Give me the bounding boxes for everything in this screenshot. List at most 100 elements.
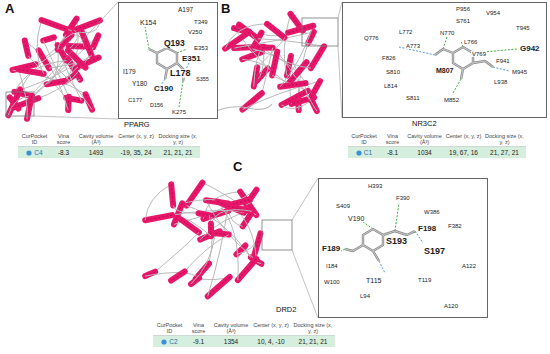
residue-label: I179: [122, 69, 137, 76]
residue-label: S197: [423, 247, 446, 256]
interaction-line: [443, 37, 447, 49]
table-header-row: CurPocket IDVina scoreCavity volume (Å³)…: [348, 132, 528, 147]
loop: [305, 83, 317, 111]
residue-label: C190: [153, 85, 174, 93]
table-cell: 1493: [76, 147, 116, 158]
residue-label: M807: [435, 67, 455, 74]
interaction-line: [145, 27, 149, 49]
loop: [257, 38, 284, 68]
table-header: Docking size (x, y, z): [291, 321, 335, 336]
residue-label: S355: [195, 77, 210, 83]
helix: [267, 24, 284, 38]
helix: [272, 52, 277, 76]
helix: [262, 45, 272, 51]
helix-texture: [280, 83, 305, 87]
residue-label: L766: [463, 39, 478, 45]
residue-label: M945: [511, 69, 528, 75]
table-row: C4-8.31493-19, 35, 2421, 21, 21: [18, 147, 203, 158]
ligand-stick: [345, 229, 415, 261]
interaction-line: [493, 67, 509, 71]
residue-label: S409: [335, 203, 351, 209]
interaction-line: [379, 261, 385, 273]
table-cell: 21, 21, 21: [156, 147, 200, 158]
table-header: Center (x, y, z): [444, 132, 483, 147]
ligand-stick: [345, 229, 415, 261]
zoom-line: [34, 2, 118, 92]
residue-label: L938: [493, 79, 508, 85]
residue-label: W100: [323, 279, 341, 285]
residue-label: T349: [193, 19, 209, 25]
panel-letter: B: [220, 2, 231, 16]
table-header: Docking size (x, y, z): [156, 132, 200, 147]
helix: [171, 272, 185, 281]
protein-ribbon: [8, 19, 100, 119]
score-table: CurPocket IDVina scoreCavity volume (Å³)…: [153, 321, 338, 347]
loop: [282, 101, 312, 109]
helix-texture: [238, 259, 256, 280]
table-header-row: CurPocket IDVina scoreCavity volume (Å³)…: [18, 132, 203, 147]
residue-label: F382: [447, 223, 463, 229]
helix-texture: [267, 24, 284, 38]
residue-label: Q193: [163, 39, 186, 48]
helix-texture: [210, 224, 211, 236]
zoom-box: [6, 92, 34, 116]
table-cell-text: C2: [169, 338, 177, 345]
helix-texture: [81, 30, 92, 56]
table-header: Cavity volume (Å³): [211, 321, 251, 336]
helix: [225, 32, 249, 49]
zoom-inset: P956V954S761T945Q776L772N770L766A773G942…: [342, 2, 547, 118]
zoom-box: [302, 18, 338, 46]
residue-label: A122: [461, 263, 477, 269]
table-header-row: CurPocket IDVina scoreCavity volume (Å³)…: [153, 321, 338, 336]
residue-label: S761: [455, 18, 471, 24]
residue-label: N770: [439, 30, 455, 36]
helix-texture: [272, 52, 277, 76]
helix: [93, 35, 98, 47]
table-cell: -19, 35, 24: [116, 147, 156, 158]
helix: [25, 40, 29, 55]
table-cell: 10, 4, -10: [251, 336, 291, 347]
residue-label: W386: [423, 209, 441, 215]
pocket-icon: [162, 340, 167, 345]
ligand-stick: [435, 47, 493, 79]
pocket-icon: [356, 151, 361, 156]
residue-label: F189: [321, 245, 341, 253]
table-header: Vina score: [380, 132, 405, 147]
loop: [19, 70, 28, 119]
table-row: C1-8.1103419, 67, 1621, 27, 21: [348, 147, 528, 158]
residue-label: E351: [181, 55, 202, 63]
helix-texture: [93, 35, 98, 47]
helix-texture: [180, 219, 198, 232]
table-header: CurPocket ID: [18, 132, 51, 147]
loop: [37, 20, 44, 74]
loop: [280, 26, 313, 87]
residue-label: S811: [405, 95, 421, 101]
helix-texture: [262, 47, 272, 48]
helix-texture: [311, 46, 324, 68]
residue-label: L772: [398, 29, 413, 35]
table-header: Cavity volume (Å³): [76, 132, 116, 147]
score-table: CurPocket IDVina scoreCavity volume (Å³)…: [348, 132, 528, 158]
residue-label: D156: [149, 103, 164, 109]
helix: [81, 30, 92, 56]
residue-label: A197: [177, 7, 194, 14]
residue-label: V769: [471, 51, 487, 57]
helix-texture: [43, 37, 54, 40]
table-header: Center (x, y, z): [251, 321, 291, 336]
helix-texture: [225, 32, 249, 49]
residue-label: M852: [443, 97, 460, 103]
table-cell: -8.1: [380, 147, 405, 158]
protein-name: DRD2: [276, 306, 296, 314]
helix: [180, 219, 198, 232]
residue-label: V250: [187, 29, 203, 35]
helix: [199, 213, 210, 215]
table-cell: 1354: [211, 336, 251, 347]
loop: [58, 30, 81, 50]
panel-letter: C: [232, 160, 243, 174]
table-header: Center (x, y, z): [116, 132, 156, 147]
table-header: CurPocket ID: [153, 321, 186, 336]
table-row: C2-9.1135410, 4, -1021, 21, 21: [153, 336, 338, 347]
helix-texture: [230, 200, 249, 205]
helix-texture: [145, 215, 172, 220]
residue-label: T119: [417, 277, 432, 283]
